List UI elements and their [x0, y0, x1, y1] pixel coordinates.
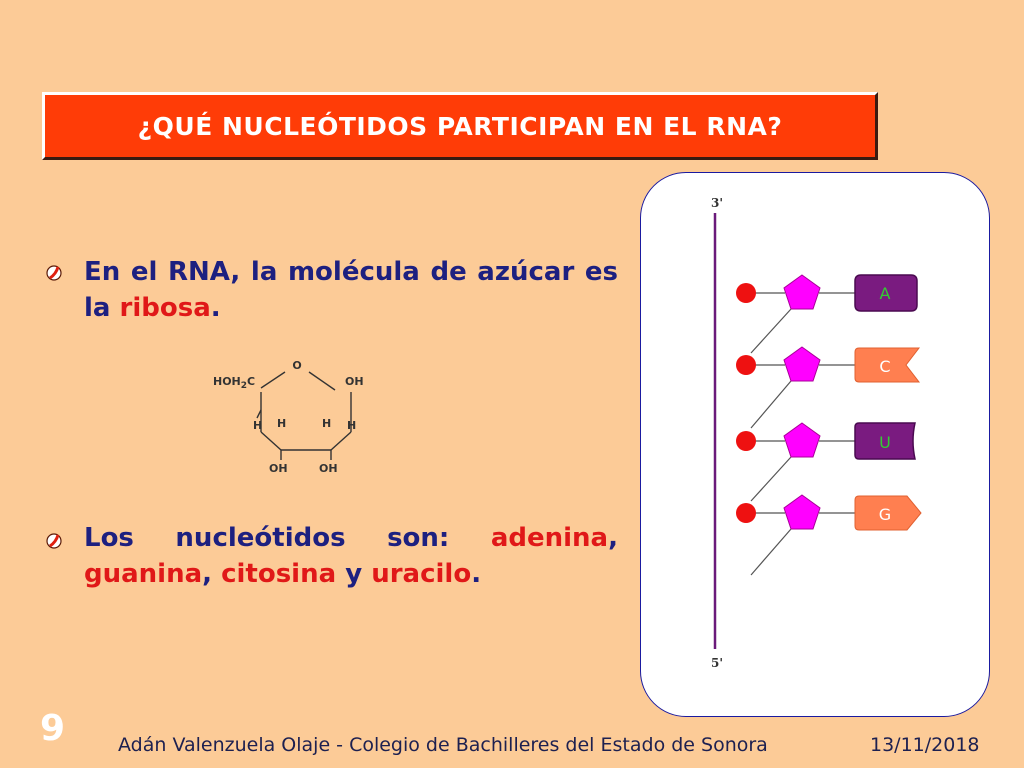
base-c-label: C: [879, 357, 890, 376]
base-a: [854, 274, 918, 312]
rna-strand-diagram: 3' 5' A C U: [711, 196, 922, 670]
h-label-1: H: [253, 419, 262, 432]
sugar-4: [783, 494, 821, 530]
guanina-highlight: guanina: [84, 559, 203, 589]
base-u: [854, 422, 916, 460]
five-prime-label: 5': [711, 656, 723, 670]
base-u-label: U: [879, 433, 891, 452]
h-label-2: H: [277, 417, 286, 430]
oh-bottom-1: OH: [269, 462, 288, 475]
slide-number: 9: [40, 708, 66, 749]
sugar-1: [783, 274, 821, 310]
base-a-label: A: [880, 284, 891, 303]
adenina-highlight: adenina: [490, 523, 609, 553]
h-label-4: H: [347, 419, 356, 432]
footer-author: Adán Valenzuela Olaje - Colegio de Bachi…: [118, 734, 768, 756]
ring-oxygen-label: O: [292, 359, 301, 372]
ribosa-highlight: ribosa: [119, 293, 211, 323]
bullet1-text: En el RNA, la molécula de azúcar es la: [84, 257, 618, 323]
footer-date: 13/11/2018: [870, 734, 980, 756]
sugar-3: [783, 422, 821, 458]
phosphate-1: [736, 283, 756, 303]
title-banner: ¿QUÉ NUCLEÓTIDOS PARTICIPAN EN EL RNA?: [42, 92, 878, 160]
phosphate-3: [736, 431, 756, 451]
bullet-nucleotides-text: Los nucleótidos son: adenina, guanina, c…: [84, 523, 618, 589]
phosphate-2: [736, 355, 756, 375]
oh-right-label: OH: [345, 375, 364, 388]
uracilo-highlight: uracilo: [371, 559, 472, 589]
ribose-structure: O HOH2C OH H H H H OH OH: [213, 359, 364, 475]
bullet1-end: .: [210, 293, 221, 323]
sugar-2: [783, 346, 821, 382]
oh-bottom-2: OH: [319, 462, 338, 475]
base-g: [854, 495, 922, 531]
three-prime-label: 3': [711, 196, 723, 210]
phosphate-4: [736, 503, 756, 523]
bullet2-text: Los nucleótidos son:: [84, 523, 491, 553]
bullet-icon: [46, 265, 62, 281]
bullet-icon: [46, 533, 62, 549]
slide-title: ¿QUÉ NUCLEÓTIDOS PARTICIPAN EN EL RNA?: [137, 111, 783, 141]
base-g-label: G: [879, 505, 891, 524]
rna-strand-panel: 3' 5' A C U: [640, 172, 990, 717]
hoh2c-label: HOH2C: [213, 375, 255, 391]
bullet-sugar-text: En el RNA, la molécula de azúcar es la r…: [84, 254, 618, 326]
base-c: [854, 347, 921, 383]
citosina-highlight: citosina: [221, 559, 337, 589]
h-label-3: H: [322, 417, 331, 430]
